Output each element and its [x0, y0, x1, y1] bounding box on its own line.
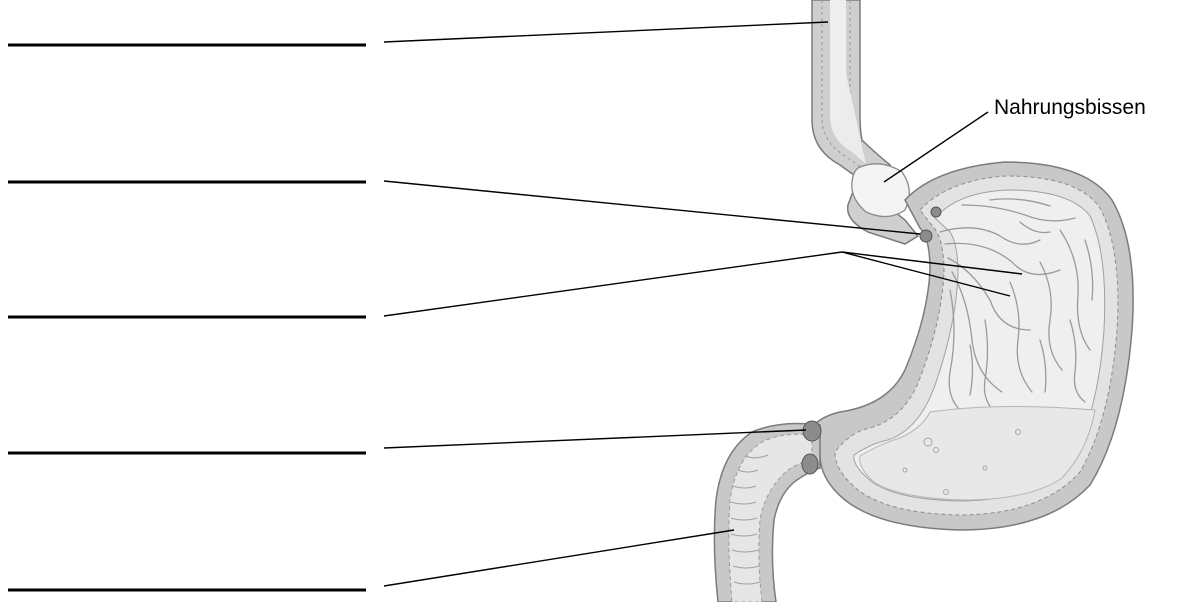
answer-blanks	[8, 45, 366, 590]
leader-line-esophagus	[384, 22, 828, 42]
label-food-bolus: Nahrungsbissen	[994, 96, 1146, 119]
leader-line-folds	[384, 252, 842, 316]
duodenum	[714, 424, 820, 602]
leader-line-cardia	[384, 181, 920, 234]
leader-line-duodenum	[384, 530, 734, 586]
stomach-illustration	[714, 0, 1133, 602]
